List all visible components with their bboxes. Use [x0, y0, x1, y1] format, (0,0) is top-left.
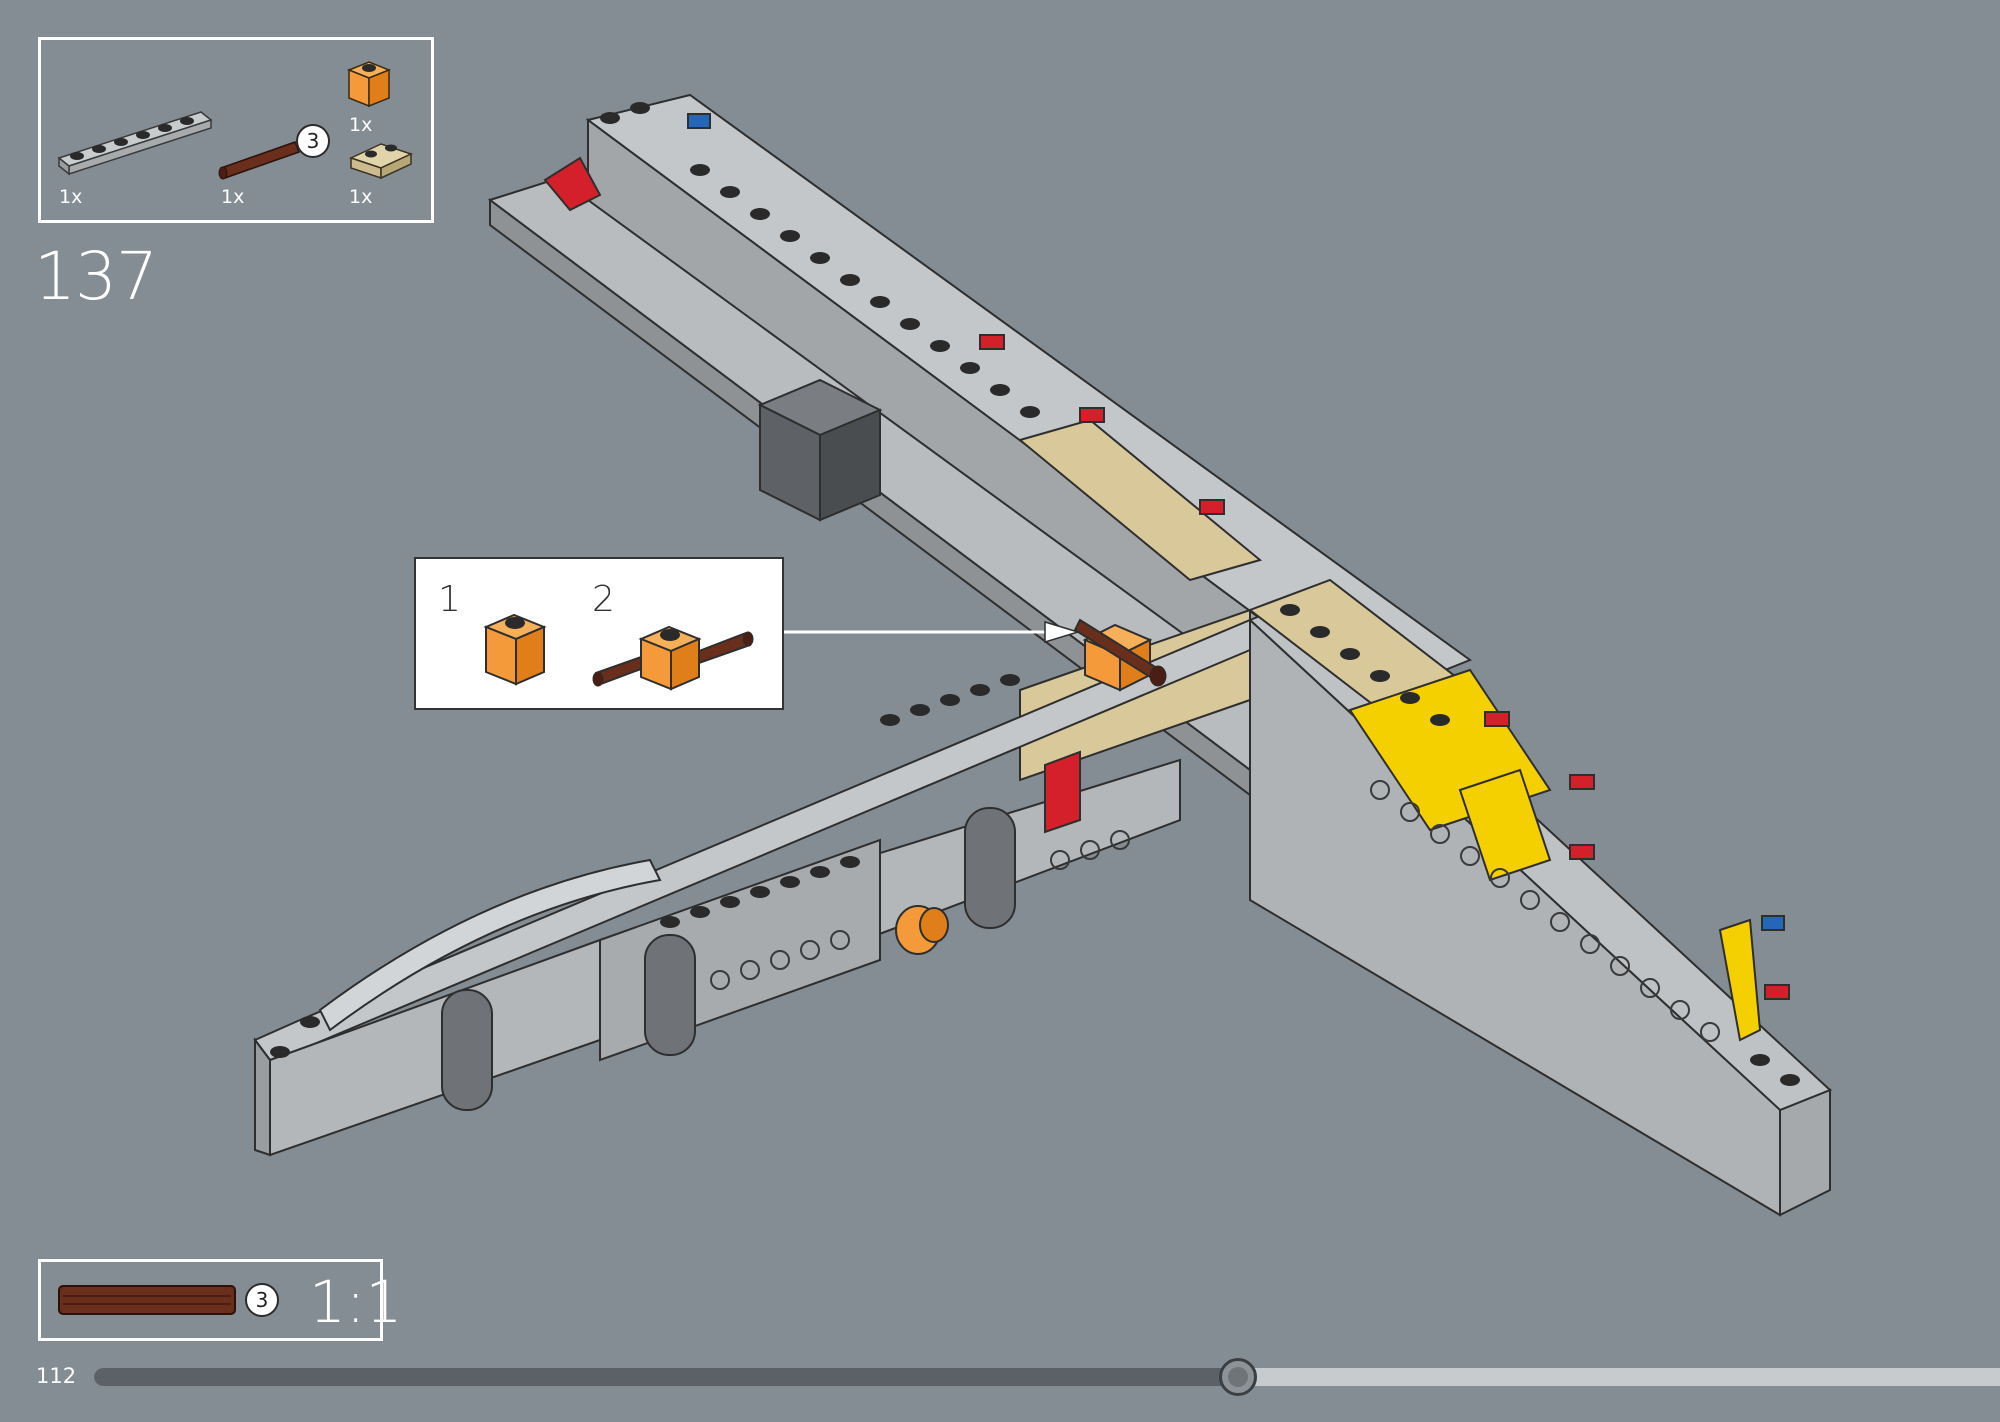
orange-bush [895, 905, 949, 955]
progress-fill [94, 1368, 1238, 1386]
gray-plate-part [57, 111, 213, 176]
scale-ratio: 1:1 [309, 1268, 403, 1336]
tan-plate-part [348, 143, 414, 180]
liftarms [441, 807, 1016, 1111]
tan-section [1017, 418, 1463, 782]
new-orange-brick [1073, 618, 1167, 692]
substep-2-brick-axle [592, 625, 754, 691]
yellow-section [1348, 668, 1762, 1042]
substep-illustrations [483, 613, 754, 691]
brick-qty: 1x [349, 114, 373, 136]
blue-pins [687, 113, 1785, 931]
axle-scale-drawing [58, 1285, 236, 1315]
brown-axle-part [218, 141, 300, 180]
page-progress-bar[interactable] [94, 1358, 2000, 1396]
scale-length-bubble: 3 [245, 1283, 279, 1317]
beam-holes [710, 780, 1720, 1042]
scale-reference-box: 3 1:1 [38, 1259, 402, 1341]
parts-list-box: 1x 1x 3 1x 1x [38, 37, 434, 223]
substep-1-brick [483, 613, 547, 686]
axle-qty: 1x [221, 186, 245, 208]
substep-label-1: 1 [438, 579, 461, 620]
orange-brick-part [346, 61, 392, 108]
axle-length-bubble: 3 [296, 124, 330, 158]
step-number: 137 [34, 238, 158, 315]
arrow-head [1044, 620, 1081, 644]
progress-handle[interactable] [1218, 1358, 1257, 1396]
dark-gray-block [757, 378, 883, 522]
tan-plate-qty: 1x [349, 186, 373, 208]
page-number: 112 [36, 1364, 77, 1388]
substep-callout: 1 2 [414, 557, 784, 710]
plate-qty: 1x [59, 186, 83, 208]
parts-illustrations [57, 61, 414, 180]
substep-label-2: 2 [592, 579, 615, 620]
